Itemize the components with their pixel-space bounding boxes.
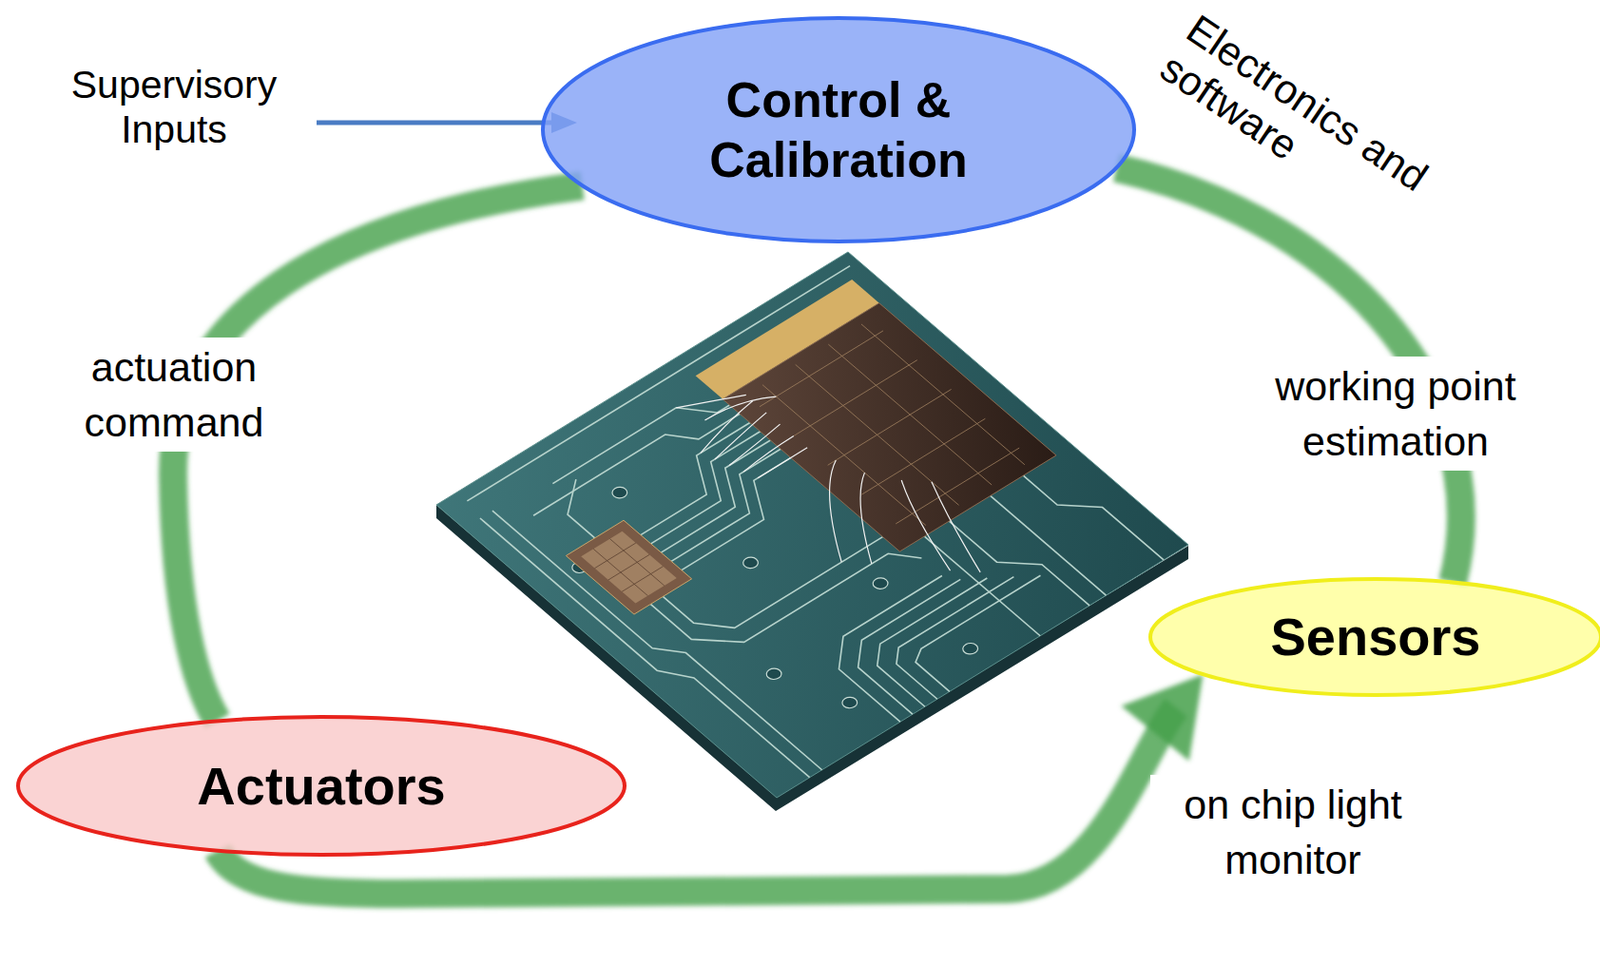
bond-wire: [807, 472, 930, 564]
pcb-via: [763, 666, 785, 682]
pcb-trace: [552, 387, 730, 502]
input-arrow: [316, 120, 556, 126]
pcb-trace: [886, 577, 1065, 700]
large-chip: [746, 319, 1034, 537]
edge-label-text: on chip light monitor: [1156, 776, 1430, 887]
pcb-via: [869, 576, 891, 592]
edge-label-text: actuation command: [60, 339, 288, 450]
pcb-trace: [908, 575, 1082, 692]
edge-label: working point estimation: [1233, 356, 1558, 471]
pcb-trace: [841, 578, 1033, 714]
label-text: Supervisory Inputs: [50, 62, 298, 153]
label-text: Electronics and software: [1151, 5, 1472, 265]
ellipse-shape: [18, 716, 625, 855]
pcb-via: [739, 555, 761, 571]
ellipse-shape: [542, 18, 1135, 242]
large-chip: [722, 303, 1057, 552]
bond-wire: [675, 377, 746, 425]
edge-label: actuation command: [55, 337, 293, 452]
pcb-trace: [863, 578, 1048, 707]
bond-wire: [757, 447, 808, 479]
ellipse-shape: [1150, 578, 1600, 695]
input-arrow: [316, 112, 578, 134]
bond-wire: [704, 385, 776, 433]
pcb-trace: [651, 457, 822, 570]
feedback-line: [173, 185, 583, 721]
edge-label: on chip light monitor: [1150, 774, 1436, 889]
bond-wire: [659, 346, 1014, 623]
pcb-trace: [1022, 460, 1164, 576]
pcb-via: [609, 484, 631, 501]
node-text: Sensors: [1271, 604, 1482, 669]
pcb-via: [960, 640, 982, 656]
edge-label-text: working point estimation: [1239, 358, 1552, 469]
pcb-trace: [533, 399, 740, 531]
layer-label: Electronics and software: [1151, 5, 1472, 265]
node-text: Control & Calibration: [676, 70, 1001, 190]
pcb-trace: [610, 422, 781, 535]
small-chip: [565, 520, 692, 615]
pcb-trace: [924, 536, 1041, 637]
input-label: Supervisory Inputs: [50, 62, 298, 153]
ellipse-outline: [539, 15, 1138, 245]
bond-wire: [868, 480, 984, 571]
large-chip: [695, 279, 1057, 552]
actuator-ellipse: Actuators: [15, 713, 628, 858]
small-chip: [580, 531, 677, 604]
feedback-arrow: [173, 185, 583, 721]
pcb-trace: [619, 431, 791, 544]
bond-wire: [770, 460, 907, 562]
small-chip: [580, 531, 677, 604]
pcb-via: [839, 694, 861, 711]
pcb-board: [436, 251, 1189, 798]
pcb-board: [436, 251, 1189, 811]
pcb-trace: [462, 266, 1180, 789]
pcb-trace: [662, 492, 883, 640]
pcb-board: [436, 251, 1189, 798]
control-ellipse: Control & Calibration: [539, 15, 1138, 245]
pcb-trace: [630, 440, 801, 553]
small-chip: [565, 520, 692, 615]
arrow-head: [1120, 674, 1203, 761]
bond-wire: [722, 424, 788, 465]
node-text: Actuators: [196, 753, 445, 818]
bond-wire: [898, 481, 1014, 573]
pcb-trace: [640, 448, 811, 561]
sensor-ellipse: Sensors: [1147, 576, 1600, 698]
pcb-trace: [990, 495, 1107, 596]
bond-wire: [740, 435, 798, 472]
